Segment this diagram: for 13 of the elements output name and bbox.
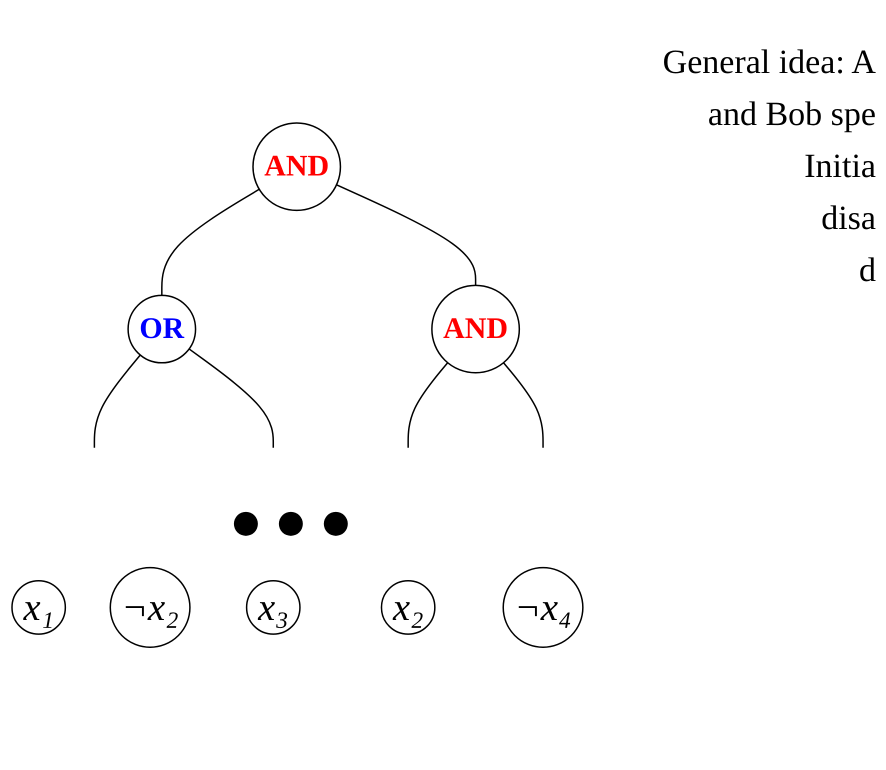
gate-circle: ¬x₂ (110, 566, 191, 648)
gate-circle: OR (127, 294, 196, 364)
note-text: disa (820, 200, 877, 238)
note-text: General idea: A (662, 44, 877, 82)
note-text: and Bob spe (706, 96, 877, 134)
gate-circle: ¬x₄ (502, 566, 584, 648)
gate-circle: AND (252, 122, 342, 212)
gate-circle: AND (431, 284, 520, 374)
gate-circle: x₃ (246, 580, 301, 635)
gate-circle: x₁ (11, 580, 66, 635)
note-text: Initia (803, 148, 877, 186)
note-text: d (858, 252, 877, 290)
gate-circle: x₂ (380, 580, 436, 635)
